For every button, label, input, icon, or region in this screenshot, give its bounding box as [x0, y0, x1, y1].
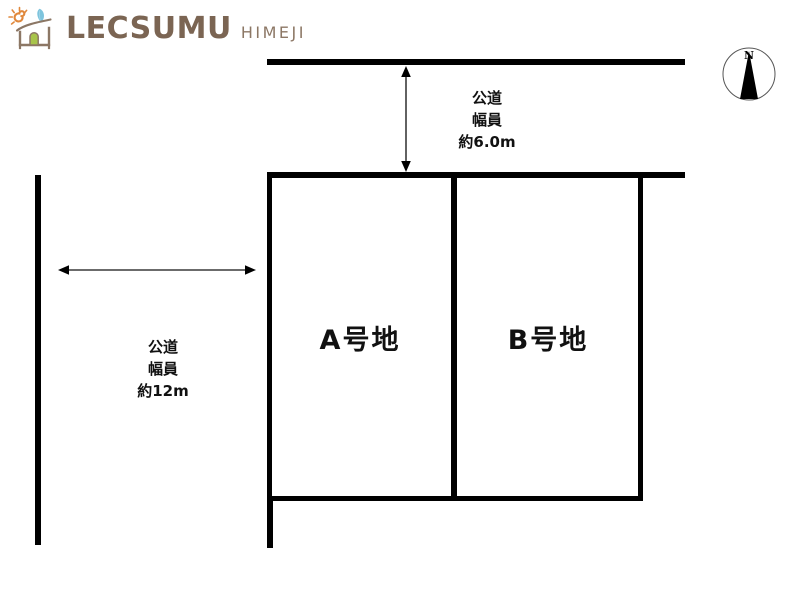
compass-north-letter: N [744, 49, 754, 62]
west-road-label-line1: 公道 [147, 338, 178, 356]
lot-divider-a-b [451, 173, 457, 501]
logo-sub-text: HIMEJI [240, 23, 306, 42]
west-road-inner-edge-lower [267, 496, 273, 548]
lot-a-label[interactable]: A号地 [319, 325, 401, 356]
company-logo[interactable]: LECSUMU HIMEJI [8, 4, 303, 54]
compass-north-icon: N [722, 47, 776, 101]
west-road-label-line3: 約12m [137, 381, 189, 400]
logo-wordmark: LECSUMU HIMEJI [66, 14, 306, 44]
north-road-label-line1: 公道 [471, 89, 502, 107]
west-road-label-line2: 幅員 [147, 359, 178, 378]
north-road-label-line2: 幅員 [471, 110, 502, 129]
west-road-width-arrow [58, 265, 256, 275]
north-road-label-line3: 約6.0m [458, 132, 516, 151]
west-road-dimension-label: 公道 幅員 約12m [103, 337, 223, 402]
north-road-width-arrow [401, 66, 411, 172]
north-road-dimension-label: 公道 幅員 約6.0m [427, 88, 547, 153]
lot-b-label[interactable]: B号地 [507, 325, 589, 356]
lecsumu-house-sun-leaf-logo-icon [8, 6, 52, 50]
north-road-outer-edge [267, 59, 685, 65]
logo-main-text: LECSUMU [66, 11, 232, 46]
west-road-outer-edge [35, 175, 41, 545]
